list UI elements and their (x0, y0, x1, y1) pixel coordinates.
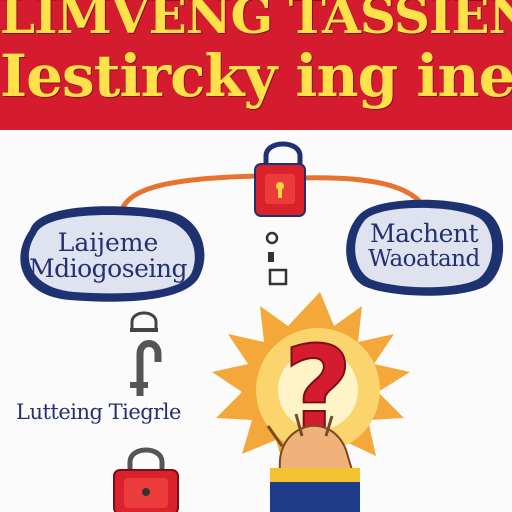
right-bubble-line-2: Waoatand (368, 246, 480, 273)
bottom-label: Lutteing Tiegrle (16, 400, 181, 424)
right-bubble: Machent Waoatand (348, 202, 500, 290)
small-padlock-outline-icon (130, 311, 158, 332)
title-banner: LIMVENG TASSIEN Iestircky ing ine Earnki… (0, 0, 512, 130)
shackle-icon (130, 340, 162, 396)
padlock-icon (113, 447, 179, 512)
left-bubble: Laijeme Mdiogoseing (8, 212, 208, 300)
banner-title-line-2: Iestircky ing ine Earnkiy (0, 42, 512, 110)
sunburst-icon (212, 292, 410, 476)
left-bubble-line-2: Mdiogoseing (29, 254, 187, 283)
banner-title-line-1: LIMVENG TASSIEN (0, 0, 512, 45)
hand-icon (266, 413, 360, 512)
left-bubble-line-1: Laijeme (57, 227, 159, 257)
padlock-icon (254, 141, 306, 217)
small-lock-icon (265, 231, 288, 286)
right-bubble-line-1: Machent (369, 218, 479, 248)
